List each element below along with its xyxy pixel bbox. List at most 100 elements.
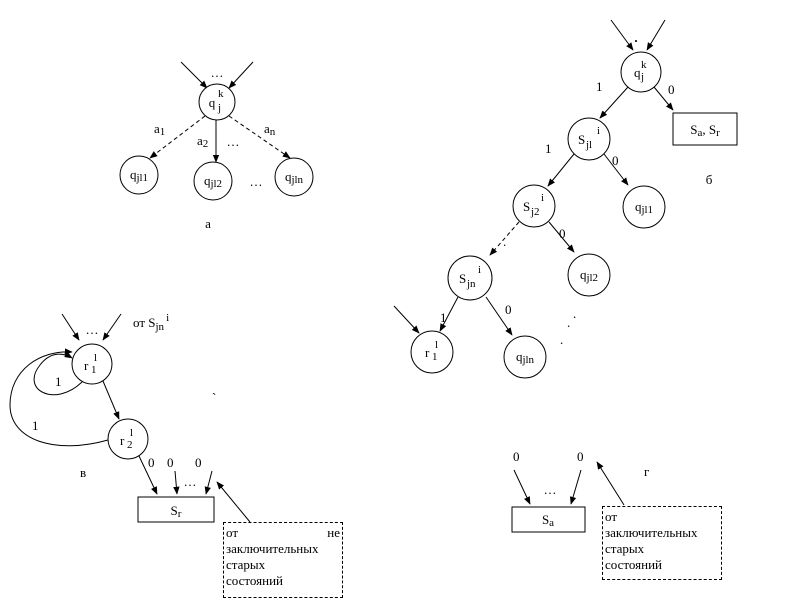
- c-r2-main: r: [120, 433, 125, 448]
- b-sa-sr-box: [672, 112, 738, 146]
- c-r1-sup: l: [94, 352, 97, 364]
- b-s1-main: S: [578, 132, 585, 147]
- a-child-n: [274, 157, 314, 197]
- b-r1-sub: 1: [432, 351, 438, 363]
- d-note-arrow: [596, 461, 625, 506]
- d-ellipsis: …: [544, 482, 557, 497]
- c-zero-1: 0: [148, 455, 155, 470]
- a-ellipsis-top: …: [211, 65, 224, 80]
- a-child-1-label: qjl1: [130, 167, 148, 184]
- c-tag: в: [80, 465, 86, 480]
- b-dots-b1: .: [567, 315, 570, 330]
- d-sa-label: Sa: [542, 512, 554, 529]
- a-child-2-label: qjl2: [204, 173, 222, 190]
- b-q2-node: [567, 253, 611, 297]
- c-r2-sub: 2: [127, 439, 133, 451]
- b-s1-sub: jl: [585, 139, 592, 151]
- b-edge-s1-q1-label: 0: [612, 153, 619, 168]
- b-q1-node: [622, 185, 666, 229]
- b-r1-node: [410, 330, 454, 374]
- c-note-line-1: от не: [226, 525, 340, 541]
- c-ellipsis-top: …: [86, 322, 99, 337]
- b-s2-sub: j2: [530, 206, 540, 218]
- a-root-node: [198, 83, 236, 121]
- diagram-c: … от Sjni r 1 l 1 1 r 2 l ` 0 0 0 … Sr в: [9, 312, 251, 523]
- c-edge-r1-r2: [102, 380, 120, 420]
- a-root-label: q: [209, 95, 216, 110]
- c-note-word-2: не: [327, 525, 340, 540]
- c-zero-2: 0: [167, 455, 174, 470]
- c-r1-sub: 1: [91, 364, 97, 376]
- c-back-label: 1: [32, 418, 39, 433]
- b-in-arrow-right: [646, 19, 666, 51]
- a-edge-n: [228, 115, 291, 159]
- d-note-line-3: старых: [605, 541, 645, 556]
- b-r1-in-arrow: [393, 305, 420, 334]
- d-note-line-4: состояний: [605, 557, 662, 572]
- c-r1-node: [71, 343, 113, 385]
- b-dots-b2: .: [573, 306, 576, 321]
- c-edge-r2-box: [138, 455, 158, 495]
- d-in-arrow-left: [513, 469, 531, 505]
- b-edge-root-s1-label: 1: [596, 79, 603, 94]
- a-ellipsis-mid: …: [227, 134, 240, 149]
- b-q2-label: qjl2: [580, 267, 598, 284]
- b-edge-sn-qn: [485, 296, 513, 336]
- b-edge-root-box-label: 0: [668, 82, 675, 97]
- a-root-sub: j: [217, 102, 221, 114]
- b-edge-sn-r1: [439, 296, 459, 332]
- c-from-label: от Sjni: [133, 312, 169, 333]
- b-root-main: q: [634, 65, 641, 80]
- c-sr-label: Sr: [171, 503, 182, 520]
- c-loop-label: 1: [55, 374, 62, 389]
- c-note-word-1: от: [226, 525, 239, 540]
- b-qn-label: qjln: [516, 349, 535, 366]
- b-edge-s1-q1: [603, 153, 629, 186]
- b-root-sup: k: [641, 59, 647, 71]
- b-r1-main: r: [425, 345, 430, 360]
- b-edge-s2-q2: [548, 221, 575, 253]
- a-child-2: [193, 161, 233, 201]
- c-note-line-4: состояний: [226, 573, 283, 588]
- d-note-line-2: заключительных: [605, 525, 698, 540]
- b-edge-root-box: [653, 86, 674, 111]
- c-zero-3: 0: [195, 455, 202, 470]
- a-child-n-label: qjln: [285, 169, 304, 186]
- b-qn-node: [503, 335, 547, 379]
- c-back-edge: [9, 348, 109, 447]
- diagram-d: 0 0 … Sa г: [511, 449, 649, 533]
- a-edge-1: [149, 115, 206, 159]
- b-s2-node: [512, 184, 556, 228]
- c-note-arrow: [216, 481, 251, 523]
- b-s2-sup: i: [541, 192, 544, 204]
- a-in-arrow-left: [180, 61, 208, 89]
- c-r2-sup: l: [130, 427, 133, 439]
- a-edge-label-1: a1: [154, 121, 165, 138]
- b-edge-sn-qn-label: 0: [505, 302, 512, 317]
- c-ellipsis-bottom: …: [184, 474, 197, 489]
- b-top-dot: .: [634, 30, 637, 45]
- c-self-loop: [33, 351, 83, 396]
- b-edge-root-s1: [599, 86, 629, 119]
- c-in-arrow-right: [102, 313, 122, 341]
- b-s1-node: [567, 117, 611, 161]
- c-note-line-3: старых: [226, 557, 266, 572]
- b-s2-main: S: [523, 199, 530, 214]
- b-sn-sub: jn: [466, 278, 476, 290]
- b-sn-node: [447, 255, 493, 301]
- b-root-sub: j: [640, 71, 644, 83]
- b-edge-s1-s2-label: 1: [545, 141, 552, 156]
- a-ellipsis-bottom: …: [250, 174, 263, 189]
- b-edge-s1-s2: [547, 153, 575, 187]
- c-r2-node: [107, 418, 149, 460]
- b-box-label: Sa, Sr: [690, 122, 720, 139]
- diagram-a: … q k j a1 a2 an … qjl1 qjl2 … qjln а: [119, 61, 314, 231]
- d-in-arrow-right: [569, 469, 582, 505]
- d-zero-2: 0: [577, 449, 584, 464]
- b-edge-s2-q2-label: 0: [559, 226, 566, 241]
- c-in-arrow-box-2: [173, 470, 180, 495]
- a-root-sup: k: [218, 88, 224, 100]
- b-sn-sup: i: [478, 264, 481, 276]
